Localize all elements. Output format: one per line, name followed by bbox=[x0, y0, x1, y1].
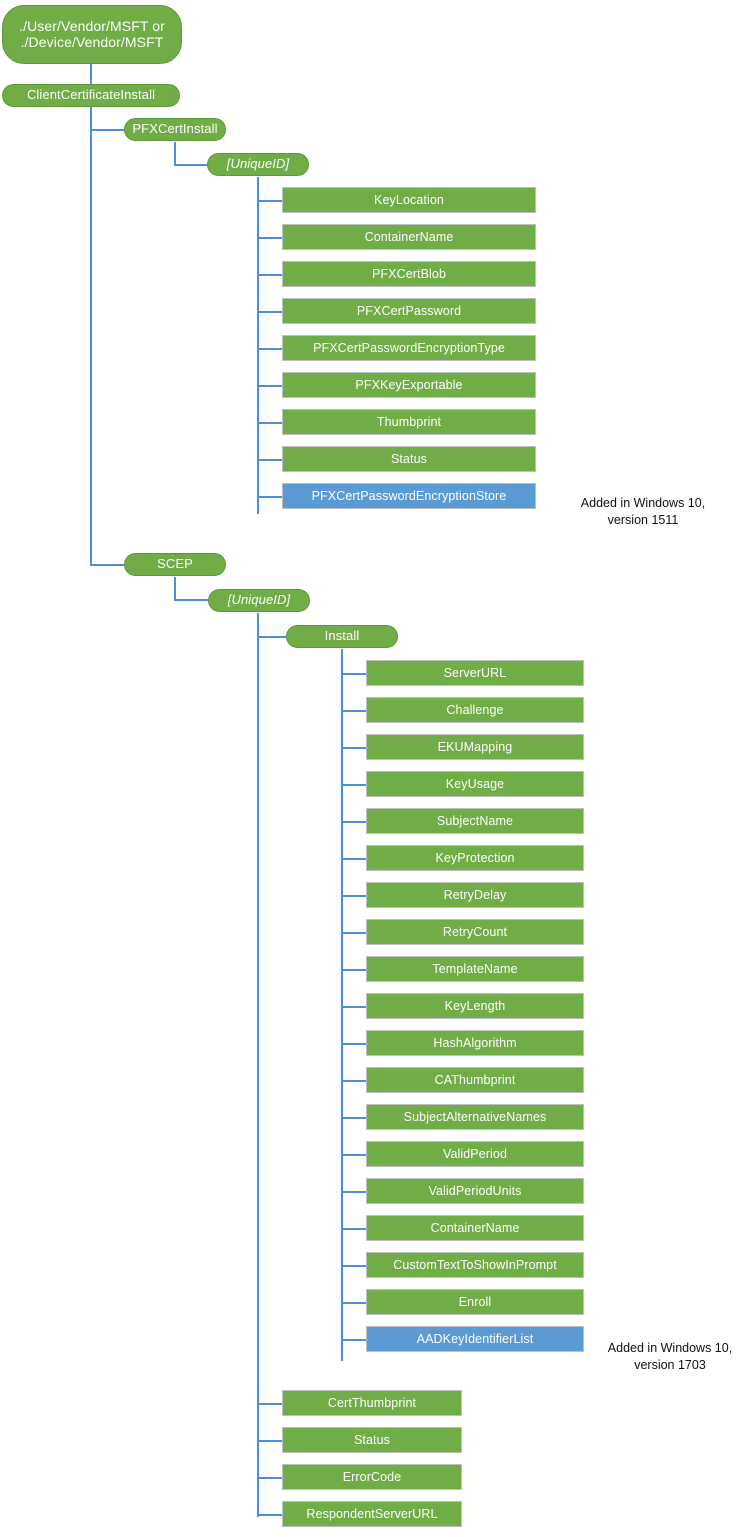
connector-leaf bbox=[257, 1514, 282, 1516]
node-retrycount[interactable]: RetryCount bbox=[366, 919, 584, 945]
node-pfxcertpasswordencryptionstore[interactable]: PFXCertPasswordEncryptionStore bbox=[282, 483, 536, 509]
connector-leaf bbox=[341, 821, 366, 823]
connector-leaf bbox=[341, 1302, 366, 1304]
annotation-aad-added-version: Added in Windows 10, version 1703 bbox=[607, 1341, 733, 1372]
node-pfx-uniqueid[interactable]: [UniqueID] bbox=[207, 153, 309, 176]
node-root[interactable]: ./User/Vendor/MSFT or ./Device/Vendor/MS… bbox=[2, 5, 182, 64]
node-pfxcertpassword[interactable]: PFXCertPassword bbox=[282, 298, 536, 324]
node-subjectalternativenames[interactable]: SubjectAlternativeNames bbox=[366, 1104, 584, 1130]
connector-trunk-clientcertinstall bbox=[90, 106, 92, 565]
node-keyusage[interactable]: KeyUsage bbox=[366, 771, 584, 797]
connector-leaf bbox=[341, 895, 366, 897]
connector-leaf bbox=[341, 1006, 366, 1008]
connector-branch-scep-uniqueid bbox=[174, 599, 210, 601]
node-cathumbprint[interactable]: CAThumbprint bbox=[366, 1067, 584, 1093]
node-subjectname[interactable]: SubjectName bbox=[366, 808, 584, 834]
node-validperiod[interactable]: ValidPeriod bbox=[366, 1141, 584, 1167]
node-containername[interactable]: ContainerName bbox=[282, 224, 536, 250]
connector-leaf bbox=[341, 932, 366, 934]
node-serverurl[interactable]: ServerURL bbox=[366, 660, 584, 686]
connector-root-to-clientcertinstall bbox=[90, 63, 92, 85]
connector-leaf bbox=[257, 311, 282, 313]
annotation-pfx-added-version: Added in Windows 10, version 1511 bbox=[580, 496, 706, 527]
node-ekumapping[interactable]: EKUMapping bbox=[366, 734, 584, 760]
connector-leaf bbox=[257, 459, 282, 461]
node-enroll[interactable]: Enroll bbox=[366, 1289, 584, 1315]
connector-trunk-scep-uniqueid bbox=[257, 613, 259, 1517]
connector-leaf bbox=[341, 673, 366, 675]
connector-leaf bbox=[257, 1403, 282, 1405]
node-scep-uniqueid[interactable]: [UniqueID] bbox=[208, 589, 310, 612]
connector-leaf bbox=[257, 422, 282, 424]
node-retrydelay[interactable]: RetryDelay bbox=[366, 882, 584, 908]
node-status[interactable]: Status bbox=[282, 446, 536, 472]
node-keylocation[interactable]: KeyLocation bbox=[282, 187, 536, 213]
connector-leaf bbox=[341, 1339, 366, 1341]
node-scep[interactable]: SCEP bbox=[124, 553, 226, 576]
node-pfxcertinstall[interactable]: PFXCertInstall bbox=[124, 118, 226, 141]
node-status[interactable]: Status bbox=[282, 1427, 462, 1453]
node-challenge[interactable]: Challenge bbox=[366, 697, 584, 723]
connector-leaf bbox=[341, 784, 366, 786]
node-pfxcertpasswordencryptiontype[interactable]: PFXCertPasswordEncryptionType bbox=[282, 335, 536, 361]
connector-trunk-scep bbox=[174, 577, 176, 600]
node-containername[interactable]: ContainerName bbox=[366, 1215, 584, 1241]
connector-leaf bbox=[257, 1440, 282, 1442]
node-aadkeyidentifierlist[interactable]: AADKeyIdentifierList bbox=[366, 1326, 584, 1352]
node-validperiodunits[interactable]: ValidPeriodUnits bbox=[366, 1178, 584, 1204]
connector-leaf bbox=[341, 747, 366, 749]
node-hashalgorithm[interactable]: HashAlgorithm bbox=[366, 1030, 584, 1056]
connector-leaf bbox=[341, 969, 366, 971]
node-clientcertificateinstall[interactable]: ClientCertificateInstall bbox=[2, 84, 180, 107]
connector-branch-scep bbox=[90, 564, 126, 566]
node-keyprotection[interactable]: KeyProtection bbox=[366, 845, 584, 871]
connector-leaf bbox=[341, 710, 366, 712]
connector-trunk-pfx-uniqueid bbox=[257, 177, 259, 514]
connector-leaf bbox=[341, 1117, 366, 1119]
connector-leaf bbox=[257, 237, 282, 239]
node-templatename[interactable]: TemplateName bbox=[366, 956, 584, 982]
connector-leaf bbox=[257, 385, 282, 387]
node-certthumbprint[interactable]: CertThumbprint bbox=[282, 1390, 462, 1416]
connector-trunk-install bbox=[341, 649, 343, 1361]
connector-branch-pfx-uniqueid bbox=[174, 164, 209, 166]
connector-leaf bbox=[341, 1265, 366, 1267]
node-respondentserverurl[interactable]: RespondentServerURL bbox=[282, 1501, 462, 1527]
connector-leaf bbox=[257, 496, 282, 498]
connector-leaf bbox=[341, 1080, 366, 1082]
connector-leaf bbox=[341, 1043, 366, 1045]
connector-leaf bbox=[257, 1477, 282, 1479]
connector-branch-install bbox=[257, 636, 290, 638]
node-keylength[interactable]: KeyLength bbox=[366, 993, 584, 1019]
node-customtexttoshowinprompt[interactable]: CustomTextToShowInPrompt bbox=[366, 1252, 584, 1278]
connector-leaf bbox=[341, 858, 366, 860]
node-install[interactable]: Install bbox=[286, 625, 398, 648]
connector-branch-pfxcertinstall bbox=[90, 129, 126, 131]
connector-leaf bbox=[341, 1228, 366, 1230]
node-thumbprint[interactable]: Thumbprint bbox=[282, 409, 536, 435]
node-pfxkeyexportable[interactable]: PFXKeyExportable bbox=[282, 372, 536, 398]
connector-leaf bbox=[341, 1154, 366, 1156]
connector-leaf bbox=[257, 200, 282, 202]
connector-leaf bbox=[257, 348, 282, 350]
connector-trunk-pfxcertinstall bbox=[174, 142, 176, 165]
node-errorcode[interactable]: ErrorCode bbox=[282, 1464, 462, 1490]
connector-leaf bbox=[257, 274, 282, 276]
connector-leaf bbox=[341, 1191, 366, 1193]
node-pfxcertblob[interactable]: PFXCertBlob bbox=[282, 261, 536, 287]
